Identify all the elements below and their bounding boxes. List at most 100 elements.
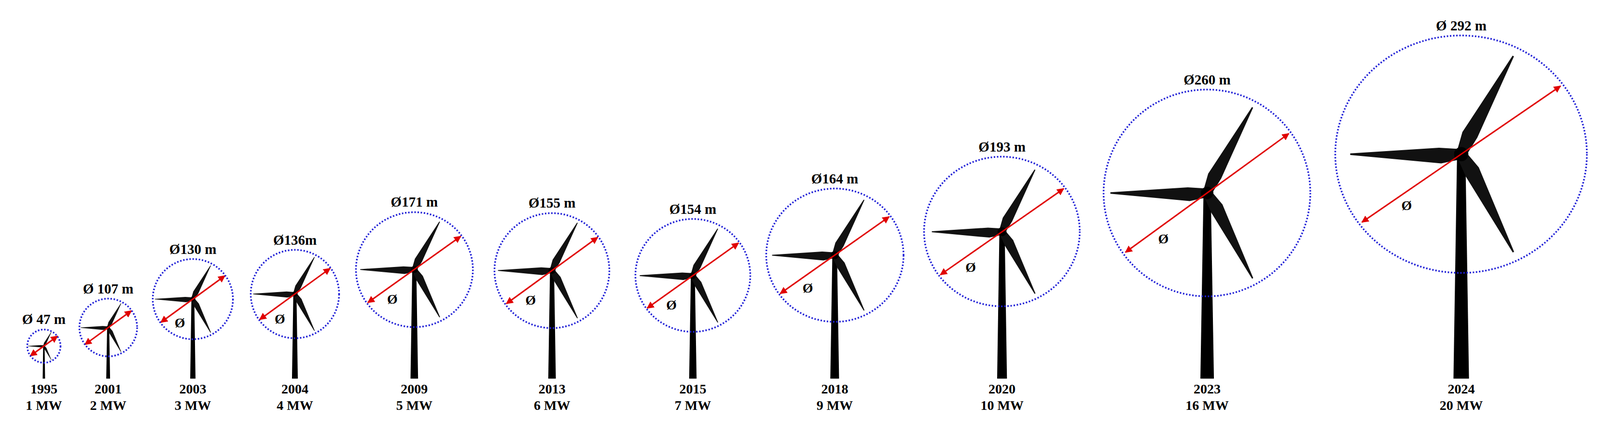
rotor-outline [1102, 88, 1311, 297]
diameter-heading: Ø193 m [978, 139, 1026, 155]
tower [1200, 193, 1214, 379]
rotor-outline [250, 249, 340, 339]
diameter-symbol: Ø [965, 259, 976, 276]
year-label: 2003 [179, 381, 207, 397]
year-label: 2018 [820, 381, 849, 397]
rotor-swept-circle [27, 329, 61, 363]
wind-turbine [154, 264, 225, 379]
rotor-circle: Ø130 mØ [152, 258, 234, 340]
tower [689, 275, 697, 379]
wind-turbine [1110, 103, 1290, 379]
tower [548, 270, 557, 379]
power-label: 6 MW [533, 397, 571, 414]
rotor-blade [292, 292, 318, 332]
rotor-blade [1452, 51, 1519, 157]
diameter-arrow [30, 335, 58, 356]
rotor-blade [831, 252, 869, 312]
power-label: 9 MW [816, 397, 853, 414]
rotor-blade [42, 345, 53, 361]
rotor-circle: Ø171 mØ [355, 211, 474, 328]
rotor-outline [355, 211, 474, 328]
rotor-blade [996, 166, 1039, 234]
wind-turbine [932, 166, 1064, 379]
rotor-blade [1455, 149, 1522, 255]
rotor-circle: Ø 292 mØ [1334, 34, 1588, 274]
rotor-swept-circle [494, 212, 610, 328]
diameter-symbol: Ø [174, 315, 186, 331]
rotor-blade [1199, 103, 1258, 196]
rotor-circle: Ø136mØ [250, 249, 340, 339]
diameter-arrow [84, 310, 132, 345]
rotor-blade [688, 226, 721, 278]
rotor-blade [154, 296, 194, 303]
power-label: 20 MW [1439, 397, 1483, 414]
rotor-swept-circle [924, 156, 1081, 307]
power-label: 4 MW [276, 397, 313, 414]
rotor-outline [152, 258, 234, 340]
rotor-blade [106, 302, 123, 329]
rotor-outline [765, 187, 905, 323]
rotor-blade [998, 228, 1041, 296]
rotor-circle: Ø193 mØ [923, 155, 1081, 307]
power-label: 5 MW [396, 397, 433, 414]
rotor-circle: Ø 107 m [78, 297, 139, 358]
wind-turbine [80, 302, 132, 379]
power-label: 3 MW [174, 397, 211, 414]
rotor-outline [493, 212, 611, 329]
year-label: 2024 [1447, 381, 1475, 397]
rotor-outline [634, 218, 752, 333]
turbine-group [27, 51, 1561, 379]
rotor-swept-circle [153, 258, 234, 339]
rotor-blade [498, 267, 553, 276]
diameter-symbol: Ø [1158, 231, 1169, 247]
diameter-symbol: Ø [387, 291, 398, 307]
tower [292, 293, 298, 379]
rotor-outline [78, 297, 139, 358]
diameter-symbol: Ø [525, 292, 536, 308]
rotor-outline [26, 328, 62, 364]
diameter-arrow [506, 237, 598, 304]
year-label: 2013 [538, 381, 566, 397]
rotor-blade [191, 297, 214, 334]
rotor-blade [547, 220, 581, 272]
wind-turbine [252, 255, 331, 379]
wind-turbine [772, 197, 890, 379]
year-label: 1995 [30, 381, 58, 397]
rotor-swept-circle [79, 298, 138, 357]
rotor-blade [932, 227, 1002, 238]
diameter-arrow [367, 236, 461, 303]
rotor-blade [106, 326, 124, 353]
rotor-outline [923, 155, 1081, 307]
year-label: 2020 [988, 381, 1016, 397]
rotor-blade [190, 264, 213, 301]
rotor-circle: Ø155 mØ [493, 212, 611, 329]
rotor-swept-circle [635, 219, 751, 333]
rotor-swept-circle [1103, 89, 1311, 296]
rotor-swept-circle [765, 188, 904, 322]
tower [997, 231, 1007, 379]
diameter-heading: Ø130 m [169, 241, 217, 258]
diameter-arrow [1362, 85, 1561, 223]
rotor-blade [1110, 187, 1208, 201]
rotor-circle: Ø260 mØ [1102, 88, 1311, 297]
wind-turbine [360, 219, 461, 379]
year-label: 2023 [1193, 381, 1221, 397]
rotor-blade [1349, 147, 1461, 164]
power-label: 16 MW [1185, 397, 1229, 414]
rotor-swept-circle [250, 249, 339, 338]
rotor-blade [411, 267, 445, 319]
rotor-swept-circle [355, 211, 473, 327]
rotor-blade [549, 268, 582, 320]
wind-turbine [1349, 51, 1561, 379]
year-label: 2001 [94, 381, 122, 397]
diameter-symbol: Ø [274, 311, 286, 327]
diameter-symbol: Ø [1401, 197, 1412, 214]
rotor-blade [1202, 189, 1260, 281]
year-label: 2015 [679, 381, 707, 397]
tower [106, 327, 111, 379]
power-label: 1 MW [25, 397, 62, 414]
rotor-circle: Ø 47 m [26, 328, 62, 364]
rotor-blade [252, 291, 295, 298]
diameter-symbol: Ø [802, 280, 814, 296]
